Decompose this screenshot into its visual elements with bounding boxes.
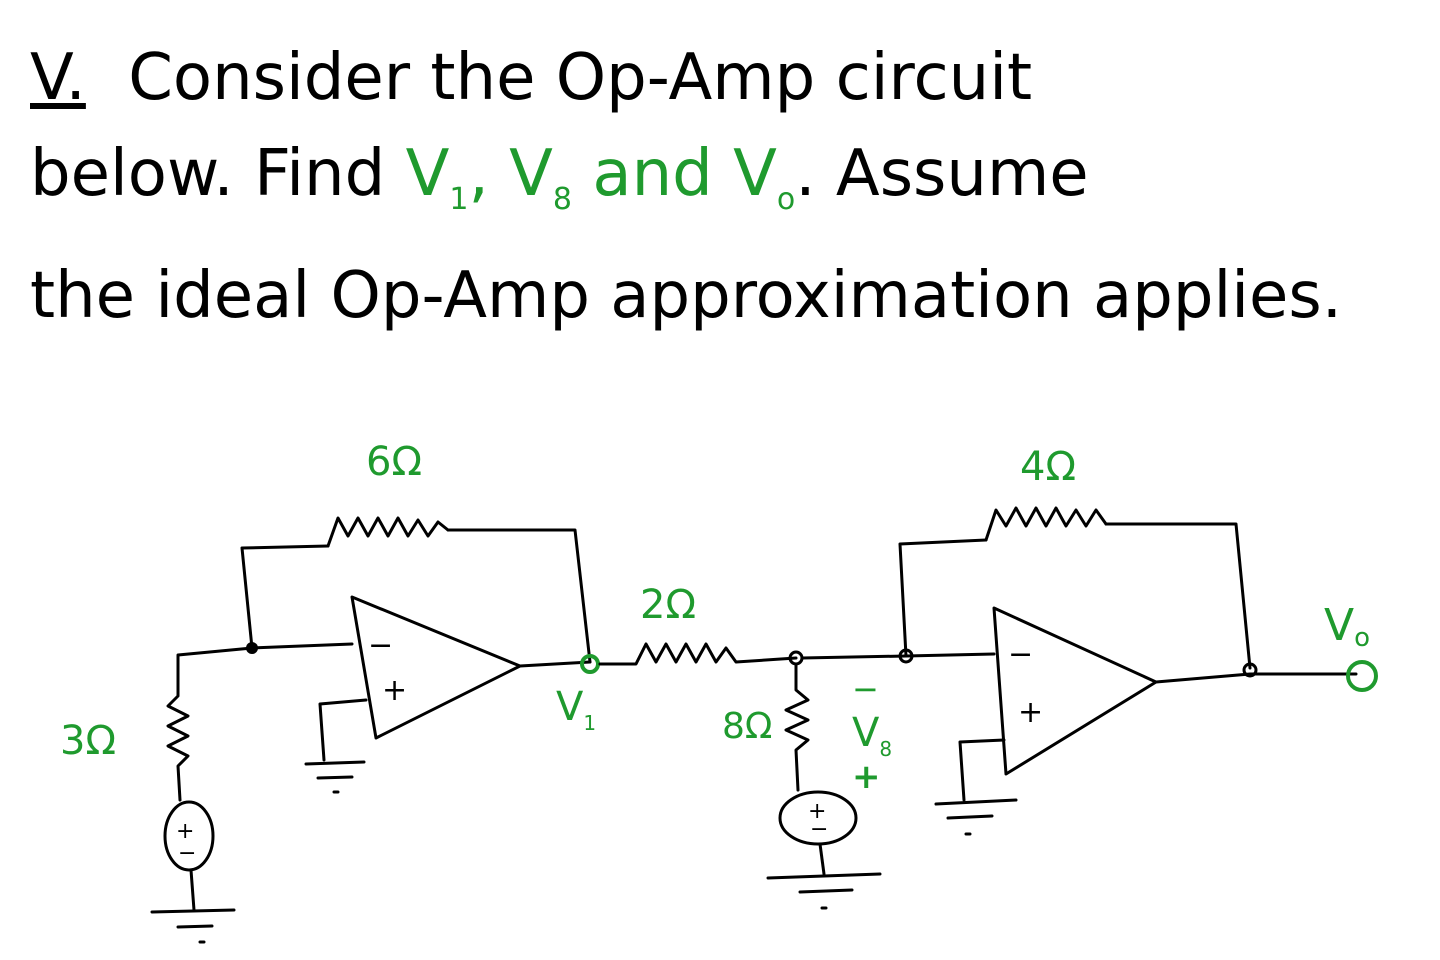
label-3ohm: 3Ω: [60, 718, 116, 764]
ground-middle-source: [766, 872, 882, 910]
source-left-minus: −: [178, 841, 196, 866]
label-v8-plus: +: [852, 757, 881, 797]
var-v1-letter: V: [405, 137, 450, 211]
resistor-3ohm: [166, 660, 190, 802]
label-8ohm: 8Ω: [722, 706, 772, 747]
var-v1-sub: 1: [449, 182, 469, 217]
problem-statement: V. Consider the Op-Amp circuit below. Fi…: [30, 30, 1420, 344]
problem-line-1: V. Consider the Op-Amp circuit: [30, 30, 1420, 126]
ground-left-source: [150, 908, 236, 944]
resistor-6ohm: [326, 516, 450, 548]
opamp-left: [350, 595, 522, 740]
opamp-right: [992, 606, 1158, 776]
wire-opamp-left-plus-ground: [318, 698, 368, 762]
label-v8-minus: −: [852, 670, 879, 708]
opamp-right-minus: −: [1008, 637, 1033, 672]
source-left-plus: +: [176, 819, 194, 844]
and-word: and: [592, 137, 713, 211]
junction-left: [246, 642, 258, 654]
source-middle-minus: −: [810, 817, 828, 842]
problem-number: V.: [30, 41, 86, 115]
wire-opamp-left-out: [518, 660, 592, 668]
var-vo: Vo: [733, 137, 795, 217]
wire-opamp-right-plus-ground: [958, 738, 1006, 802]
label-v8: V8: [852, 710, 892, 761]
resistor-4ohm: [984, 506, 1108, 542]
opamp-left-plus: +: [382, 673, 407, 708]
wire-source-middle-ground: [818, 842, 826, 876]
label-2ohm: 2Ω: [640, 582, 696, 628]
resistor-8ohm: [784, 662, 810, 792]
source-middle-plus: +: [808, 799, 826, 824]
label-4ohm: 4Ω: [1020, 444, 1076, 490]
problem-text-1: Consider the Op-Amp circuit: [128, 41, 1033, 115]
problem-text-2-pre: below. Find: [30, 137, 386, 211]
opamp-right-plus: +: [1018, 695, 1043, 730]
problem-line-3: the ideal Op-Amp approximation applies.: [30, 259, 1343, 333]
problem-line-2: below. Find V1, V8 and Vo. Assume: [30, 126, 1420, 248]
label-vo: Vo: [1324, 600, 1370, 653]
feedback-wire-4ohm-right: [1104, 522, 1252, 670]
label-v1: V1: [556, 684, 596, 735]
var-vo-letter: V: [733, 137, 777, 211]
voltage-source-middle: [778, 790, 858, 846]
junction-right: [898, 648, 914, 664]
terminal-vo: [1346, 660, 1378, 692]
ground-opamp-left: [304, 760, 366, 794]
var-v1: V1: [405, 137, 469, 217]
wire-output: [1154, 672, 1358, 684]
var-separator: ,: [468, 137, 489, 211]
var-v8: V8: [509, 137, 572, 217]
var-vo-sub: o: [776, 182, 796, 217]
resistor-2ohm: [598, 642, 798, 666]
label-6ohm: 6Ω: [366, 439, 422, 485]
node-v1: [580, 654, 600, 674]
feedback-wire-6ohm-right: [446, 528, 592, 664]
wire-middle-to-opamp-right: [800, 652, 996, 660]
wire-source-left-ground: [189, 868, 196, 912]
node-output: [1242, 662, 1258, 678]
ground-opamp-right: [934, 798, 1018, 836]
var-v8-sub: 8: [552, 182, 572, 217]
problem-text-2-post: . Assume: [795, 137, 1089, 211]
feedback-wire-4ohm: [898, 538, 988, 658]
var-v8-letter: V: [509, 137, 553, 211]
voltage-source-left: [163, 800, 215, 872]
opamp-left-minus: −: [368, 628, 393, 663]
feedback-wire-6ohm: [240, 544, 330, 650]
wire-3ohm-to-node: [176, 642, 354, 664]
